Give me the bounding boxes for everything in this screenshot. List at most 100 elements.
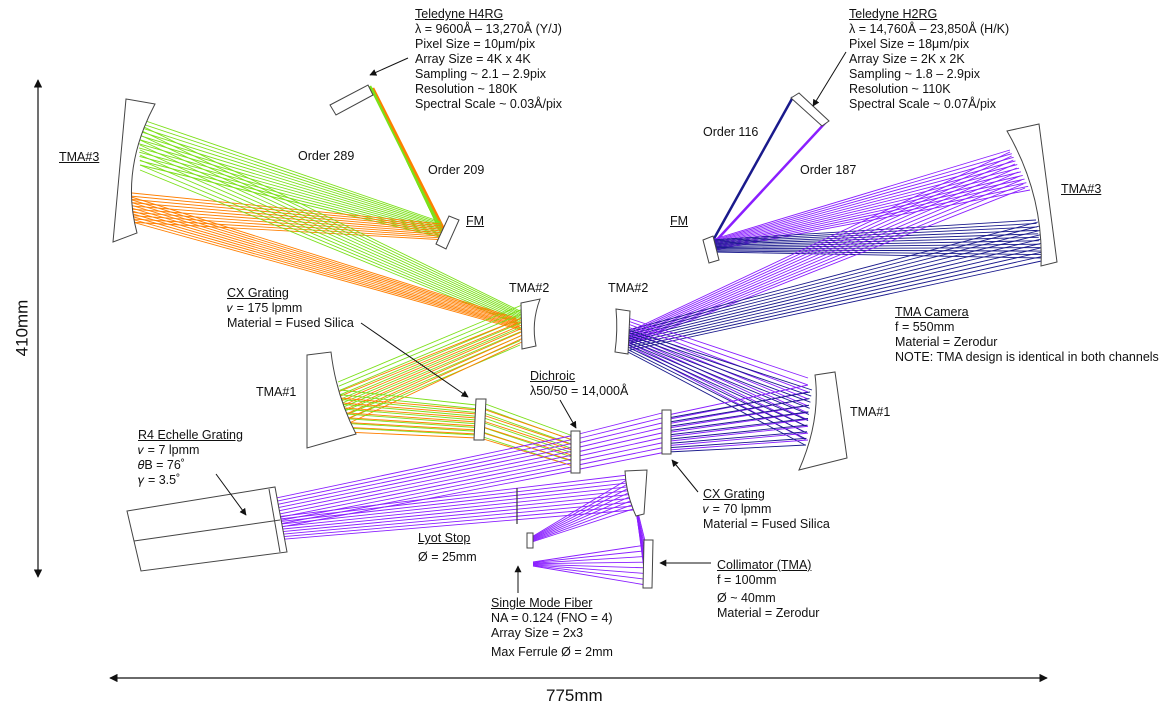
- right-detector-line: Sampling ~ 1.8 – 2.9pix: [849, 67, 980, 81]
- optics: [112, 84, 1058, 589]
- width-dimension-label: 775mm: [546, 686, 603, 705]
- ray-navy: [713, 251, 1043, 259]
- ray-green: [341, 403, 477, 417]
- ray-navy: [667, 411, 809, 432]
- echelle-line: 𝛾 = 3.5˚: [138, 473, 181, 487]
- tma-camera-line: f = 550mm: [895, 320, 955, 334]
- ray-orange: [337, 317, 523, 393]
- right-grating-nu: 𝜈 = 70 lpmm: [703, 502, 772, 516]
- left-tma2-mirror: [520, 298, 541, 350]
- ray-orange: [124, 214, 521, 328]
- ray-orange: [344, 426, 478, 435]
- ray-orange: [127, 218, 447, 239]
- ray-purple: [532, 564, 647, 580]
- left-grating-nu: 𝜈 = 175 lpmm: [227, 301, 303, 315]
- ray-navy: [712, 236, 1039, 246]
- ray-green: [340, 317, 522, 396]
- ray-purple: [627, 320, 808, 386]
- ray-navy: [627, 346, 807, 434]
- ray-green: [137, 134, 443, 229]
- ray-purple: [574, 426, 667, 449]
- ray-purple: [667, 439, 809, 451]
- collimator-title: Collimator (TMA): [717, 558, 812, 572]
- right-tma3-mirror: [1006, 123, 1058, 267]
- ray-purple: [532, 564, 647, 575]
- ray-purple: [530, 490, 633, 541]
- fiber-info: Single Mode Fiber NA = 0.124 (FNO = 4) A…: [491, 596, 613, 660]
- ray-purple: [667, 384, 809, 416]
- ray-navy: [627, 329, 813, 391]
- ray-purple: [627, 159, 1014, 336]
- ray-navy: [667, 391, 811, 419]
- ray-green: [139, 160, 444, 237]
- ray-green: [137, 121, 442, 224]
- right-detector-line: Array Size = 2K x 2K: [849, 52, 965, 66]
- ray-purple: [531, 503, 636, 542]
- ray-purple: [627, 163, 1016, 337]
- ray-green: [139, 124, 523, 313]
- ray-green: [341, 399, 477, 413]
- ray-orange: [340, 402, 478, 415]
- left-detector-line: Pixel Size = 10μm/pix: [415, 37, 536, 51]
- right-tma2-mirror: [614, 308, 631, 355]
- ray-orange: [339, 397, 478, 411]
- ray-purple: [574, 411, 667, 436]
- right-order-b-label: Order 187: [800, 163, 857, 177]
- ray-green: [137, 130, 442, 227]
- tma-camera-title: TMA Camera: [895, 305, 969, 319]
- ray-green: [344, 422, 477, 432]
- ray-navy: [667, 418, 809, 436]
- ray-orange: [124, 202, 518, 323]
- ray-navy: [627, 349, 806, 440]
- ray-navy: [712, 243, 1040, 249]
- lyot-value: Ø = 25mm: [418, 550, 477, 564]
- ray-orange: [338, 321, 523, 398]
- ray-purple: [574, 416, 667, 440]
- ray-green: [343, 418, 477, 428]
- right-fm-label: FM: [670, 214, 689, 228]
- ray-navy: [667, 431, 808, 444]
- ray-green: [479, 416, 574, 450]
- right-detector-title: Teledyne H2RG: [849, 7, 938, 21]
- ray-navy: [709, 96, 795, 245]
- ray-purple: [627, 326, 808, 400]
- right-grating-title: CX Grating: [703, 487, 765, 501]
- collimator-line: Ø ~ 40mm: [717, 591, 776, 605]
- left-detector-line: Array Size = 4K x 4K: [415, 52, 531, 66]
- ray-green: [138, 147, 444, 233]
- ray-navy: [629, 259, 1047, 351]
- ray-orange: [124, 205, 519, 324]
- fiber-line: NA = 0.124 (FNO = 4): [491, 611, 613, 625]
- left-detector-line: λ = 9600Å – 13,270Å (Y/J): [415, 22, 562, 36]
- right-tma3-label: TMA#3: [1061, 182, 1102, 196]
- echelle-line: 𝜃B = 76˚: [138, 458, 185, 472]
- echelle-face: [268, 488, 281, 553]
- ray-purple: [532, 561, 647, 565]
- ray-navy: [627, 334, 811, 403]
- ray-green: [340, 394, 477, 410]
- ray-green: [342, 408, 477, 421]
- right-detector-line: Pixel Size = 18μm/pix: [849, 37, 970, 51]
- ray-orange: [124, 194, 517, 319]
- left-order-b-label: Order 209: [428, 163, 485, 177]
- left-grating-title: CX Grating: [227, 286, 289, 300]
- ray-orange: [344, 431, 478, 439]
- ray-purple: [711, 156, 1014, 243]
- right-detector: [790, 92, 830, 127]
- collimator-line: Material = Zerodur: [717, 606, 820, 620]
- ray-navy: [629, 255, 1046, 349]
- ray-orange: [124, 197, 517, 320]
- right-detector-line: λ = 14,760Å – 23,850Å (H/K): [849, 22, 1010, 36]
- ray-purple: [532, 550, 647, 564]
- right-detector-line: Spectral Scale ~ 0.07Å/pix: [849, 97, 996, 111]
- left-detector-line: Sampling ~ 2.1 – 2.9pix: [415, 67, 546, 81]
- collimator-line: f = 100mm: [717, 573, 777, 587]
- ray-purple: [627, 338, 807, 427]
- ray-orange: [123, 201, 444, 230]
- pointer-arrows: [215, 51, 847, 593]
- ray-green: [340, 322, 522, 400]
- ray-navy: [713, 247, 1041, 250]
- right-detector-info: Teledyne H2RG λ = 14,760Å – 23,850Å (H/K…: [849, 7, 1009, 112]
- left-cx-grating: [473, 398, 487, 441]
